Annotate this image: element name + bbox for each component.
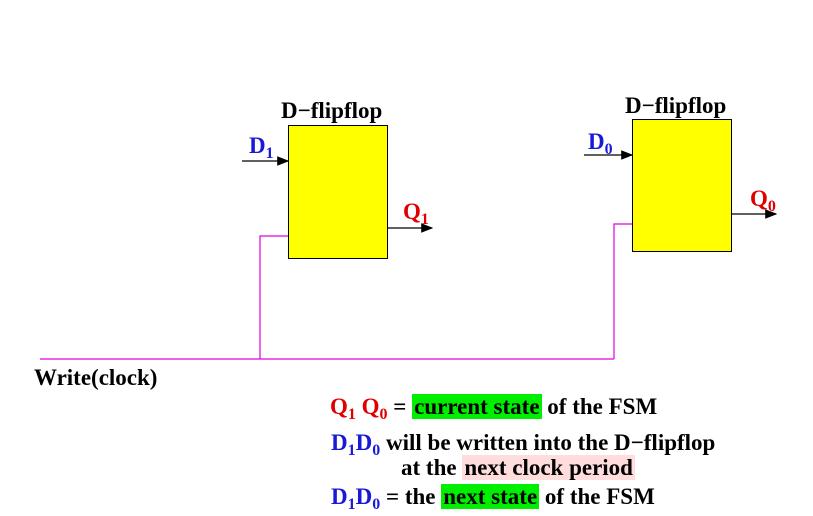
at-the-text: at the	[401, 455, 457, 480]
flipflop-0-output-label: Q0	[750, 186, 776, 215]
clock-branch-ff0	[613, 223, 632, 359]
clock-branch-ff1	[259, 235, 288, 359]
note-next-state: D1D0 = the next state of the FSM	[331, 484, 655, 513]
of-fsm-text-2: of the FSM	[544, 484, 655, 509]
note-current-state: Q1 Q0 = current state of the FSM	[330, 394, 658, 423]
flipflop-1-output-label: Q1	[403, 199, 429, 228]
clock-label: Write(clock)	[34, 365, 158, 390]
flipflop-1-input-label: D1	[249, 133, 274, 162]
write-text: will be written into the D−flipflop	[386, 430, 716, 455]
flipflop-1-box	[288, 125, 388, 259]
equals-the-text: = the	[386, 484, 436, 509]
note-next-clock: at the next clock period	[401, 455, 635, 480]
equals-sign: =	[393, 394, 407, 419]
next-state-highlight: next state	[441, 484, 540, 509]
q1-symbol: Q1	[330, 394, 356, 423]
note-write-dflipflop: D1D0 will be written into the D−flipflop	[331, 430, 716, 459]
d1-symbol: D1	[331, 430, 356, 459]
flipflop-1-title: D−flipflop	[281, 98, 383, 123]
d0-symbol: D0	[355, 430, 381, 459]
next-clock-highlight: next clock period	[462, 455, 635, 480]
d0-symbol-2: D0	[355, 484, 381, 513]
current-state-highlight: current state	[412, 394, 542, 419]
q0-symbol: Q0	[361, 394, 388, 423]
d1-symbol-2: D1	[331, 484, 356, 513]
of-fsm-text: of the FSM	[547, 394, 658, 419]
flipflop-0-title: D−flipflop	[625, 93, 727, 118]
flipflop-0-box	[632, 119, 732, 252]
flipflop-0-input-label: D0	[588, 129, 613, 158]
